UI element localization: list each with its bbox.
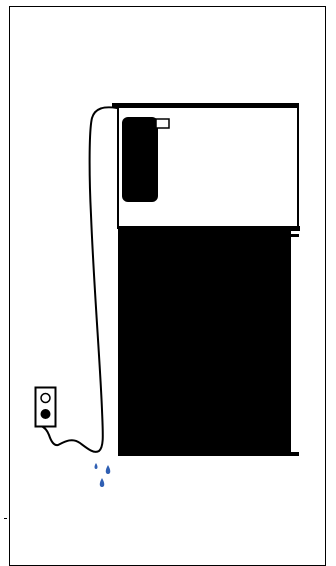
corner-mark [4,518,7,519]
power-cord-icon [40,106,118,453]
outlet-socket-plug [40,409,51,419]
fridge-top-edge [112,103,299,108]
water-leak [94,463,111,487]
water-drop-icon [94,463,98,469]
outlet-socket-empty [40,392,51,404]
freezer-handle [122,117,158,202]
fridge-display [155,118,170,129]
fridge-main-door [118,229,291,456]
fridge-hinge-bottom [291,452,299,456]
fridge-separator [118,226,300,231]
refrigerator [112,103,300,456]
fridge-hinge-top [291,234,299,237]
electrical-outlet-icon [34,386,57,428]
water-drop-icon [99,478,105,487]
water-drop-icon [105,465,111,474]
